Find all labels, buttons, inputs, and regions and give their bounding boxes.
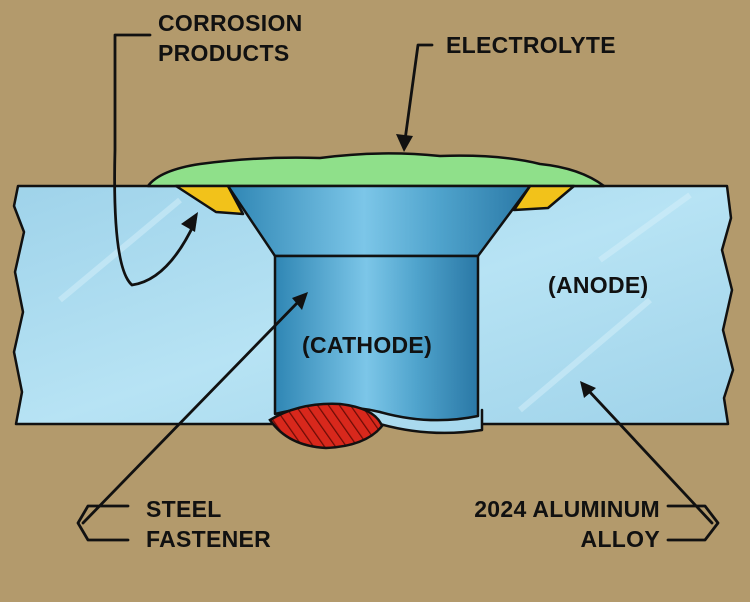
aluminum-alloy-label-line2: ALLOY [580,526,660,552]
steel-fastener-arrowhead [292,292,308,310]
corrosion-products-label-line1: CORROSION [158,10,303,36]
corrosion-products-arrowhead [181,212,198,232]
steel-fastener-label-line2: FASTENER [146,526,272,552]
anode-label: (ANODE) [548,272,649,298]
electrolyte-arrowhead [396,134,413,152]
corrosion-products-label: CORROSION PRODUCTS [158,8,303,68]
corrosion-pit [268,402,384,450]
corrosion-products-label-line2: PRODUCTS [158,40,290,66]
corrosion-products-leader [113,33,197,287]
steel-fastener-leader [76,298,302,542]
cathode-label: (CATHODE) [302,332,433,358]
aluminum-alloy-label: 2024 ALUMINUM ALLOY [440,494,660,554]
aluminum-alloy-leader [586,388,720,542]
electrolyte-label: ELECTROLYTE [446,32,616,58]
corrosion-products-left [174,184,245,216]
electrolyte-layer [146,152,606,188]
steel-fastener-label-line1: STEEL [146,496,222,522]
electrolyte-leader [403,43,434,142]
aluminum-alloy-arrowhead [580,381,596,398]
steel-fastener-label: STEEL FASTENER [146,494,271,554]
fastener-head [226,184,532,258]
aluminum-alloy-label-line1: 2024 ALUMINUM [474,496,660,522]
